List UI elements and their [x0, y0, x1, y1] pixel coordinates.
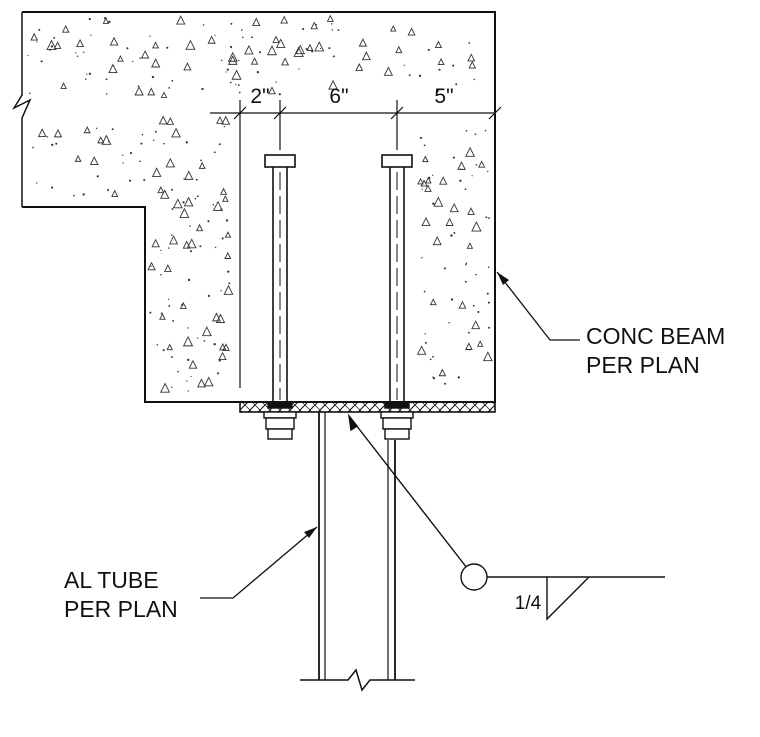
label-al-tube-line2: PER PLAN — [64, 596, 178, 622]
dimension-label-middle: 6" — [329, 85, 348, 108]
anchor-nut-right — [380, 401, 414, 440]
leader-arrowhead-icon — [497, 272, 509, 285]
label-conc-beam-line1: CONC BEAM — [586, 323, 725, 349]
dimension-label-left: 2" — [250, 85, 269, 108]
label-al-tube-line1: AL TUBE — [64, 567, 159, 593]
label-conc-beam-line2: PER PLAN — [586, 352, 700, 378]
concrete-stipple-texture — [27, 14, 493, 393]
leader-conc-beam — [496, 271, 580, 341]
aluminum-tube — [300, 412, 415, 692]
dimension-label-right: 5" — [434, 85, 453, 108]
weld-size-label: 1/4 — [515, 593, 542, 614]
leader-arrowhead-icon — [304, 527, 317, 538]
concrete-beam-outline — [22, 11, 496, 403]
base-plate — [239, 401, 496, 413]
break-line-icon — [11, 12, 32, 207]
leader-al-tube — [200, 526, 318, 599]
weld-symbol — [347, 413, 665, 621]
dimension-line — [210, 106, 502, 120]
anchor-rod-right — [381, 154, 413, 402]
anchor-nut-left — [263, 401, 297, 440]
anchor-rod-left — [264, 154, 296, 402]
